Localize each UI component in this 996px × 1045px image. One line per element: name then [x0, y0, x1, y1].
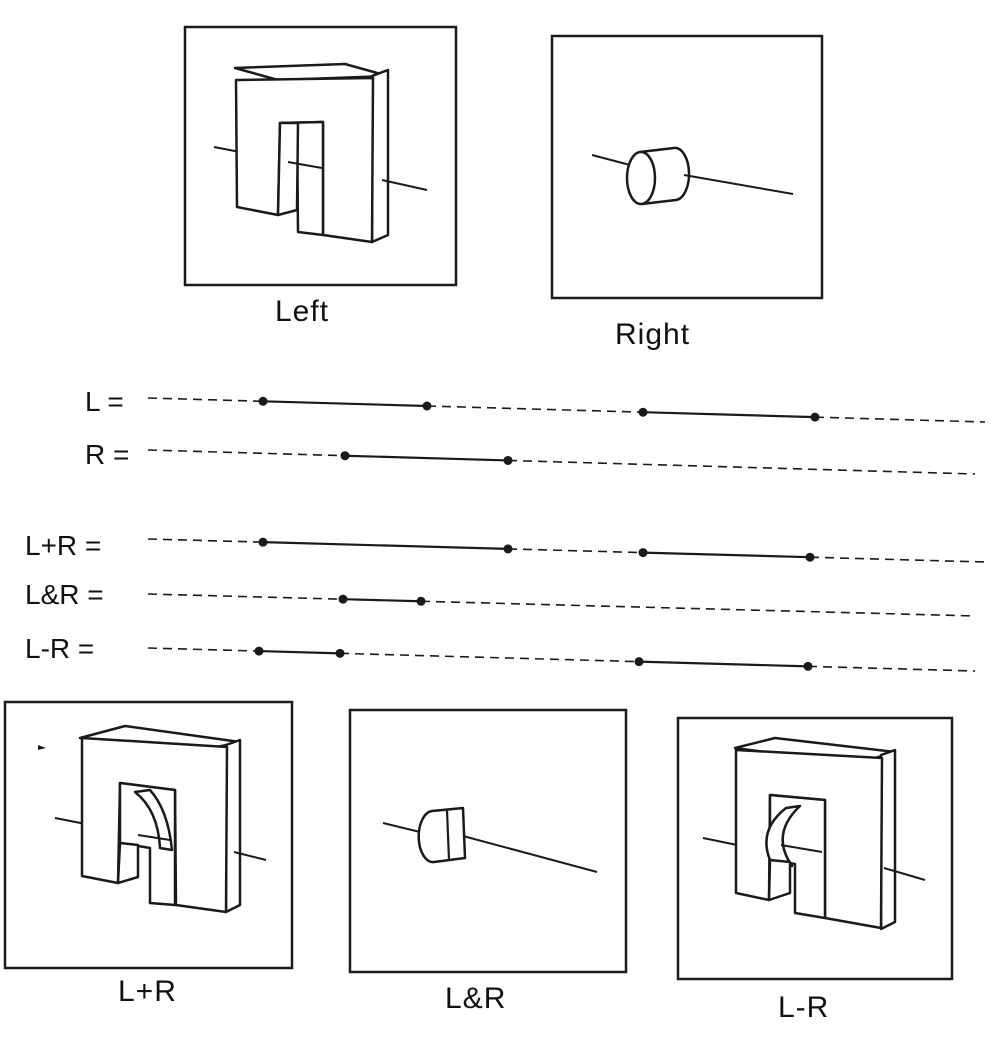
ray-rows-lines — [147, 396, 986, 672]
ray-row-0-interval-0 — [262, 400, 428, 408]
caption-right: Right — [615, 318, 690, 351]
caption-left: Left — [275, 295, 329, 328]
difference-shape — [733, 736, 897, 931]
cylinder-shape — [625, 146, 691, 206]
ray-row-2-entry-point-0 — [258, 537, 268, 547]
intersection-shape — [417, 806, 467, 864]
ray-row-0-outside-1 — [426, 405, 644, 413]
panel-difference: L-R — [676, 716, 954, 1024]
ray-left-exit — [381, 179, 428, 191]
ray-row-4-entry-point-1 — [634, 657, 644, 667]
ray-row-2-interval-0 — [262, 541, 509, 550]
panel-difference-frame — [676, 716, 954, 981]
ray-difference-mid — [780, 844, 823, 853]
ray-union-mid — [137, 834, 171, 841]
ray-row-2-interval-1 — [642, 551, 811, 559]
panel-intersection-frame — [348, 708, 628, 974]
ray-right-entry — [591, 154, 631, 166]
panel-union-frame — [3, 700, 294, 970]
ray-row-2-outside-end — [809, 556, 986, 563]
ray-left-mid — [287, 161, 323, 169]
panel-right: Right — [550, 34, 824, 351]
row-label-intersection: L&R = — [25, 579, 104, 610]
ray-row-4-interval-0 — [258, 649, 341, 655]
ray-row-4-entry-point-0 — [254, 646, 264, 656]
ray-row-3-entry-point-0 — [338, 594, 348, 604]
ray-intersection-entry — [382, 822, 421, 833]
row-label-union: L+R = — [25, 530, 101, 561]
ray-row-0-entry-point-0 — [258, 396, 268, 406]
ray-row-0-outside-0 — [147, 397, 264, 403]
ray-row-2-entry-point-1 — [638, 548, 648, 558]
panel-intersection: L&R — [348, 708, 628, 1015]
ray-row-0-outside-end — [814, 416, 986, 423]
ray-row-3-outside-0 — [147, 593, 344, 600]
row-label-r: R = — [85, 439, 129, 470]
ray-row-4-outside-1 — [339, 652, 640, 663]
caption-union: L+R — [118, 975, 177, 1008]
ray-row-1-interval-0 — [344, 454, 509, 462]
ray-row-2-outside-1 — [507, 548, 644, 554]
caption-difference: L-R — [778, 991, 829, 1024]
ray-union-exit — [233, 851, 267, 861]
panel-union: L+R — [3, 700, 294, 1008]
corner-mark — [38, 745, 46, 750]
ray-row-2-outside-0 — [147, 538, 264, 543]
ray-row-4-outside-0 — [147, 647, 260, 652]
panel-left: Left — [183, 25, 458, 328]
panel-left-frame — [183, 25, 458, 287]
panel-right-frame — [550, 34, 824, 300]
ray-rows: L = R = L+R = L&R = L-R = — [25, 386, 986, 672]
row-label-l: L = — [85, 386, 124, 417]
ray-row-0-entry-point-1 — [638, 407, 648, 417]
ray-row-0-interval-1 — [642, 411, 816, 419]
u-block-shape — [233, 62, 390, 244]
ray-row-1-outside-end — [507, 459, 976, 475]
ray-row-3-outside-end — [420, 600, 976, 617]
ray-right-exit — [683, 174, 794, 195]
caption-intersection: L&R — [445, 982, 506, 1015]
ray-row-3-interval-0 — [342, 598, 422, 603]
ray-row-1-outside-0 — [147, 449, 346, 457]
ray-intersection-exit — [462, 835, 598, 873]
ray-row-4-interval-1 — [638, 660, 809, 668]
union-shape — [78, 724, 242, 914]
row-label-difference: L-R = — [25, 633, 94, 664]
ray-difference-exit — [883, 867, 926, 881]
ray-row-4-outside-end — [807, 665, 976, 672]
ray-row-1-entry-point-0 — [340, 451, 350, 461]
